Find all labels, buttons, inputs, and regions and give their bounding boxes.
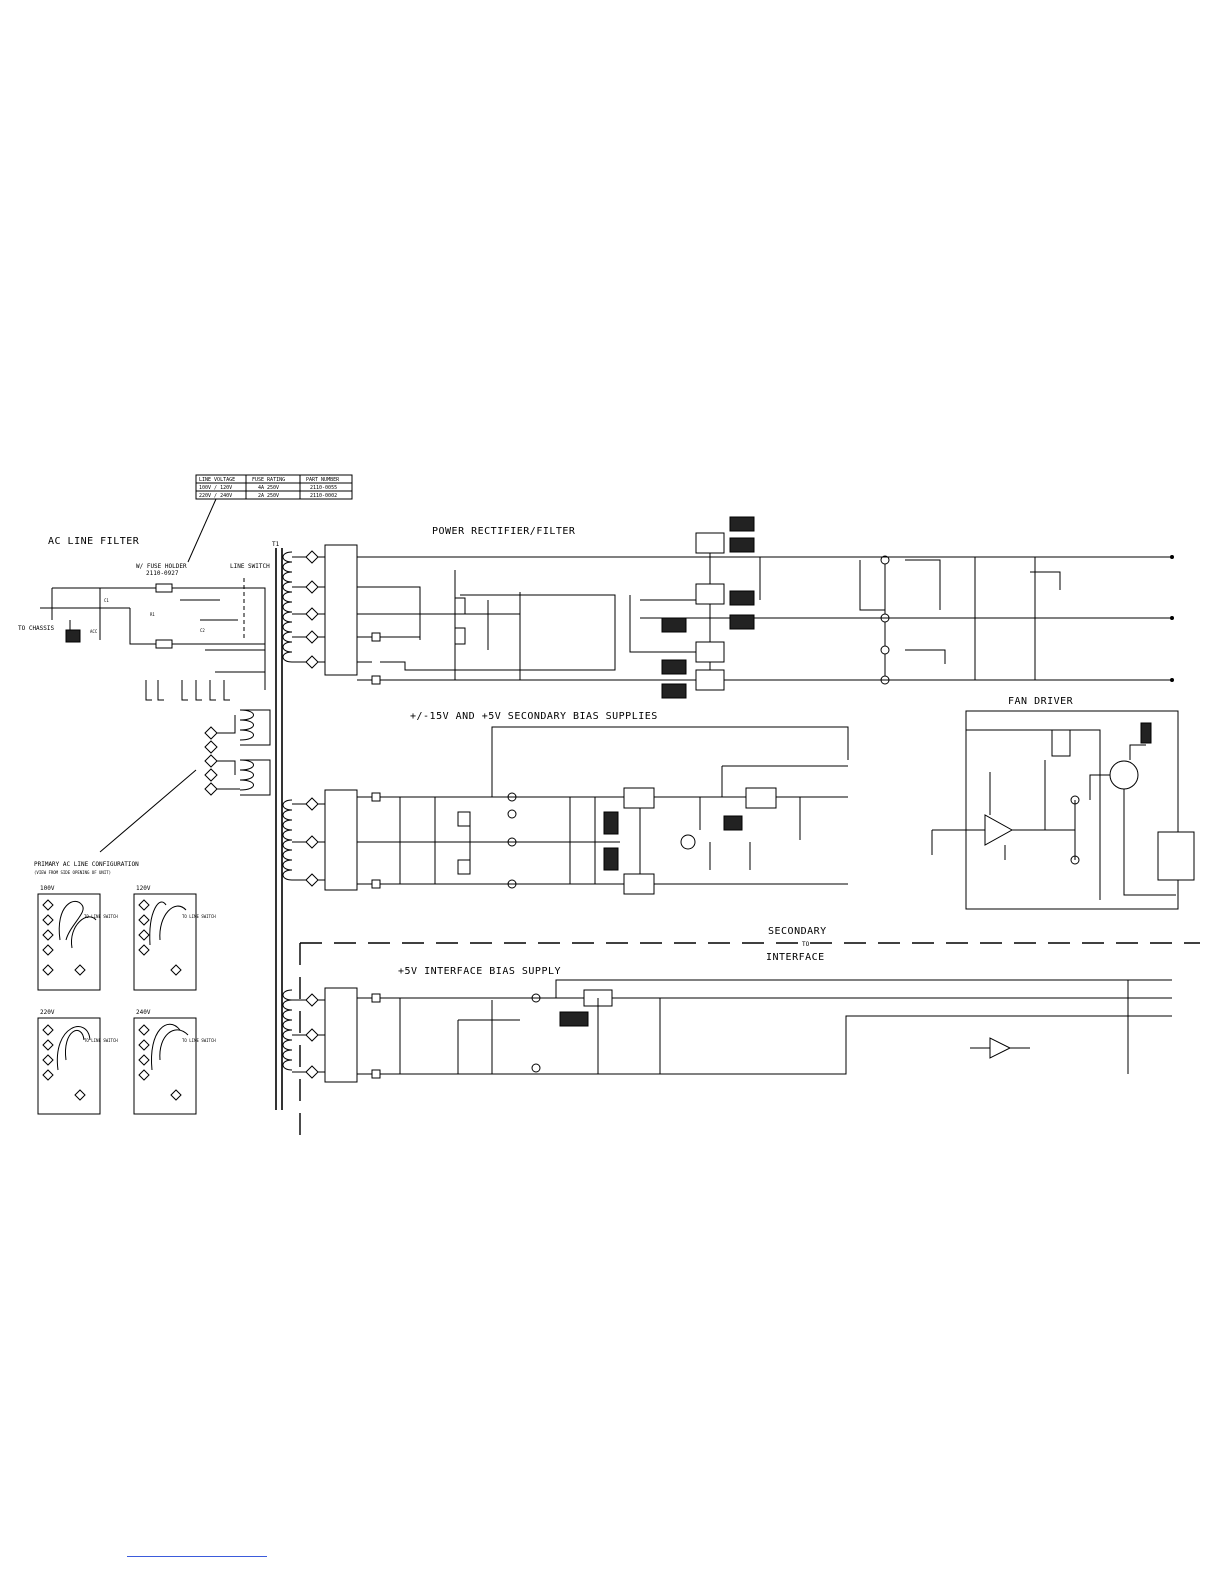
fuse-holder-part-number: 2110-0927 xyxy=(146,570,179,577)
bias-supplies-title: +/-15V AND +5V SECONDARY BIAS SUPPLIES xyxy=(410,711,658,722)
power-rectifier-title: POWER RECTIFIER/FILTER xyxy=(432,526,576,537)
config-panel-100v: 100V TO LINE SWITCH xyxy=(37,885,118,991)
svg-text:120V: 120V xyxy=(136,885,151,892)
to-label: TO xyxy=(802,941,810,948)
table-cell: 2A 250V xyxy=(258,493,279,499)
to-chassis-label: TO CHASSIS xyxy=(18,625,55,632)
svg-text:C2: C2 xyxy=(200,628,205,633)
table-cell: 2110-0055 xyxy=(310,485,337,491)
footer-link-underline[interactable] xyxy=(127,1556,267,1557)
ac-line-filter-section: AC LINE FILTER W/ FUSE HOLDER 2110-0927 … xyxy=(18,536,270,701)
table-cell: 220V / 240V xyxy=(199,493,232,499)
ac-line-filter-title: AC LINE FILTER xyxy=(48,536,140,547)
config-panel-120v: 120V TO LINE SWITCH xyxy=(133,885,216,991)
bias-supplies-section: +/-15V AND +5V SECONDARY BIAS SUPPLIES xyxy=(282,711,849,895)
svg-text:100V: 100V xyxy=(40,885,55,892)
table-header-part-number: PART NUMBER xyxy=(306,477,340,483)
fuse-holder-label: W/ FUSE HOLDER xyxy=(136,563,187,570)
primary-config-subtitle: (VIEW FROM SIDE OPENING OF UNIT) xyxy=(34,870,111,875)
table-header-line-voltage: LINE VOLTAGE xyxy=(199,477,235,483)
power-rectifier-section: POWER RECTIFIER/FILTER xyxy=(282,516,1174,699)
transformer-label: T1 xyxy=(272,541,280,548)
table-cell: 2110-0002 xyxy=(310,493,337,499)
fuse-rating-table: LINE VOLTAGE FUSE RATING PART NUMBER 100… xyxy=(187,474,353,563)
interface-bias-section: +5V INTERFACE BIAS SUPPLY xyxy=(282,966,1172,1083)
fan-driver-title: FAN DRIVER xyxy=(1008,696,1074,707)
config-panel-220v: 220V TO LINE SWITCH xyxy=(37,1009,118,1115)
fan-driver-section: FAN DRIVER xyxy=(931,696,1195,910)
svg-text:220V: 220V xyxy=(40,1009,55,1016)
primary-config-section: PRIMARY AC LINE CONFIGURATION (VIEW FROM… xyxy=(34,861,216,1115)
table-cell: 4A 250V xyxy=(258,485,279,491)
svg-text:R1: R1 xyxy=(150,612,155,617)
table-header-fuse-rating: FUSE RATING xyxy=(252,477,285,483)
secondary-interface-divider: SECONDARY TO INTERFACE xyxy=(299,926,1200,1146)
svg-text:TO LINE SWITCH: TO LINE SWITCH xyxy=(182,1038,216,1043)
svg-text:TO LINE SWITCH: TO LINE SWITCH xyxy=(182,914,216,919)
line-switch-label: LINE SWITCH xyxy=(230,563,270,570)
secondary-label: SECONDARY xyxy=(768,926,827,937)
svg-text:TO LINE SWITCH: TO LINE SWITCH xyxy=(84,1038,118,1043)
table-cell: 100V / 120V xyxy=(199,485,232,491)
svg-text:C1: C1 xyxy=(104,598,109,603)
svg-text:240V: 240V xyxy=(136,1009,151,1016)
interface-label: INTERFACE xyxy=(766,952,825,963)
svg-text:ACC: ACC xyxy=(90,629,98,634)
svg-text:TO LINE SWITCH: TO LINE SWITCH xyxy=(84,914,118,919)
primary-config-title: PRIMARY AC LINE CONFIGURATION xyxy=(34,861,139,868)
primary-coil-assembly xyxy=(99,709,271,853)
interface-bias-title: +5V INTERFACE BIAS SUPPLY xyxy=(398,966,561,977)
config-panel-240v: 240V TO LINE SWITCH xyxy=(133,1009,216,1115)
